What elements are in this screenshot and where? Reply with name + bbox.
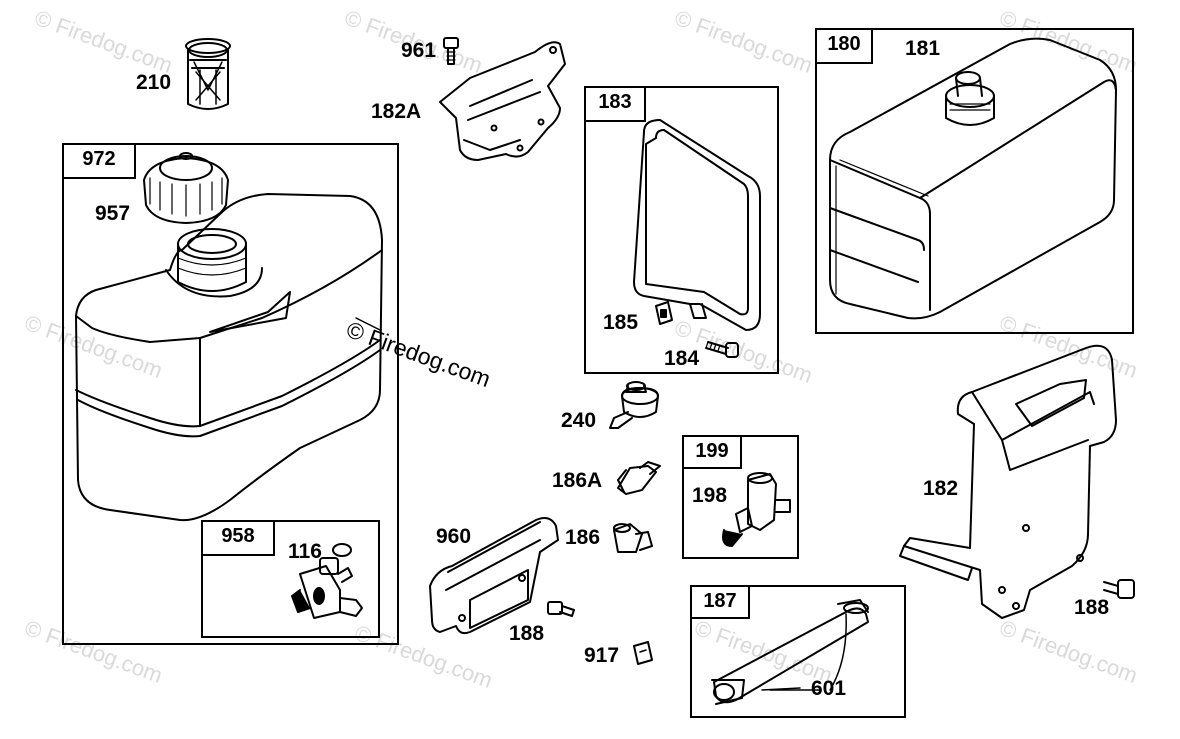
fuel-tank-180: [829, 37, 1117, 320]
screw-184: [705, 341, 739, 358]
part-label-960: 960: [436, 525, 472, 548]
fuel-line-187: [711, 599, 869, 705]
filter-cup-210: [185, 38, 231, 110]
part-label-182: 182: [923, 477, 959, 500]
part-label-210: 210: [136, 71, 172, 94]
clip-917: [633, 641, 653, 665]
group-label: 183: [584, 86, 646, 122]
group-box-972: 972: [62, 143, 399, 645]
fuel-filter-240: [609, 381, 659, 429]
bracket-182A: [439, 41, 566, 161]
group-label: 199: [682, 435, 742, 469]
part-label-961: 961: [401, 39, 437, 62]
part-label-601: 601: [811, 677, 847, 700]
part-label-188: 188: [509, 622, 545, 645]
leader-line: [355, 317, 381, 331]
group-box-187: 187: [690, 585, 906, 718]
part-label-182A: 182A: [371, 100, 422, 123]
part-label-186: 186: [565, 526, 601, 549]
part-label-188: 188: [1074, 596, 1110, 619]
valve-199: [722, 472, 791, 547]
part-label-240: 240: [561, 409, 597, 432]
clip-185: [655, 301, 673, 325]
fuel-cap-957: [143, 152, 229, 224]
group-label: 180: [815, 28, 873, 64]
bolt-188-left: [547, 601, 575, 617]
o-ring-116: [332, 543, 352, 557]
part-label-181: 181: [905, 37, 941, 60]
part-label-185: 185: [603, 311, 639, 334]
bracket-182: [899, 344, 1117, 619]
group-box-199: 199: [682, 435, 799, 559]
part-label-116: 116: [288, 540, 322, 563]
group-label: 958: [201, 520, 275, 556]
group-box-180: 180: [815, 28, 1134, 334]
elbow-186: [613, 523, 653, 553]
fuel-tank-972: [75, 193, 383, 522]
group-label: 972: [62, 143, 136, 179]
part-label-186A: 186A: [552, 469, 603, 492]
group-box-958: 958: [201, 520, 380, 638]
screw-961: [443, 37, 459, 65]
bolt-188-right: [1103, 579, 1135, 599]
part-label-917: 917: [584, 644, 620, 667]
part-label-957: 957: [95, 202, 131, 225]
group-label: 187: [690, 585, 750, 619]
tank-strap-183: [633, 119, 761, 331]
heat-shield-960: [429, 517, 559, 635]
shutoff-valve-958: [291, 557, 363, 619]
fitting-186A: [617, 461, 661, 495]
part-label-198: 198: [692, 484, 728, 507]
group-box-183: 183: [584, 86, 779, 374]
part-label-184: 184: [664, 347, 700, 370]
